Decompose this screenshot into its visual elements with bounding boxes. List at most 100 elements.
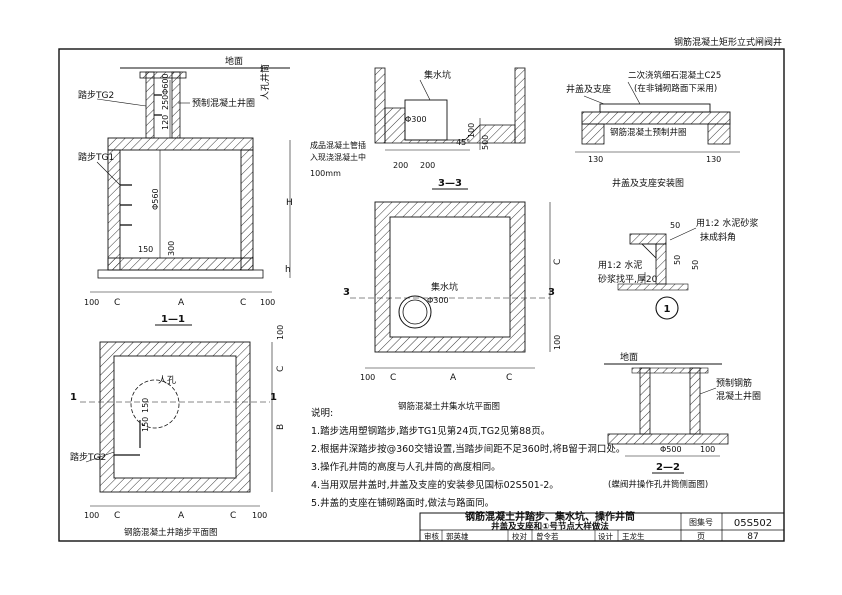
leader bbox=[699, 387, 717, 395]
leader bbox=[96, 161, 121, 186]
node-note-level-2: 砂浆找平,厚20 bbox=[598, 273, 658, 285]
sump-label: 集水坑 bbox=[424, 69, 451, 81]
plan-dim-150: 150 bbox=[141, 417, 150, 432]
atlas-label: 图集号 bbox=[689, 517, 713, 527]
cover-note-2: (在非铺砌路面下采用) bbox=[634, 83, 717, 94]
leader bbox=[85, 451, 115, 463]
cover-wall-right bbox=[707, 123, 731, 145]
sump-base bbox=[384, 107, 516, 144]
section-2-2-title: 2—2 bbox=[656, 462, 680, 473]
plan1-dim-c2: C bbox=[230, 511, 236, 521]
plan-dim-cr: C bbox=[553, 259, 563, 265]
cover-detail-title: 井盖及支座安装图 bbox=[612, 177, 684, 189]
section-2-2-ground: 地面 bbox=[620, 351, 638, 363]
sump-dim-200a: 200 bbox=[393, 161, 408, 170]
node-dim-50a: 50 bbox=[670, 221, 680, 230]
plan1-dim-a: A bbox=[178, 511, 185, 521]
dim-100-left: 100 bbox=[84, 298, 99, 307]
step-plan-caption: 钢筋混凝土井踏步平面图 bbox=[124, 527, 218, 538]
plan-dim-c1: C bbox=[390, 373, 396, 383]
plan1-dim-c1: C bbox=[114, 511, 120, 521]
dim-300: 300 bbox=[167, 241, 176, 256]
precast-cover-label: 预制混凝土井圈 bbox=[192, 97, 255, 109]
base-slab bbox=[107, 257, 254, 271]
title-block-frame bbox=[419, 512, 785, 542]
main-title-2: 井盖及支座和①号节点大样做法 bbox=[491, 521, 609, 532]
ground-label: 地面 bbox=[225, 55, 243, 67]
sump-circle bbox=[398, 295, 432, 329]
dim-a: A bbox=[178, 298, 185, 308]
node-marker: 1 bbox=[664, 304, 671, 315]
sump-plan-phi300: Φ300 bbox=[427, 296, 449, 305]
cover-dim-130b: 130 bbox=[706, 155, 721, 164]
title-block: 钢筋混凝土井踏步、集水坑、操作井筒 井盖及支座和①号节点大样做法 图集号 05S… bbox=[419, 510, 785, 542]
inner-chamber bbox=[389, 216, 511, 338]
sump-angle: 45° bbox=[456, 138, 470, 147]
checker: 曾令若 bbox=[536, 531, 559, 541]
note-item: 4.当用双层井盖时,井盖及支座的安装参见国标02S501-2。 bbox=[311, 479, 559, 491]
pipe-note-1: 成品混凝土管插 bbox=[310, 140, 366, 150]
mark-3-right: 3 bbox=[548, 287, 555, 298]
leader bbox=[627, 81, 641, 105]
manhole-opening bbox=[130, 379, 180, 429]
atlas-header-title: 钢筋混凝土矩形立式闸阀井 bbox=[674, 36, 782, 48]
shaft-wall-left bbox=[639, 367, 651, 435]
note-item: 1.踏步选用塑钢踏步,踏步TG1见第24页,TG2见第88页。 bbox=[311, 425, 550, 437]
shaft-slab bbox=[607, 433, 729, 445]
node-note-mortar-2: 抹成斜角 bbox=[700, 231, 736, 243]
cover-ring bbox=[139, 71, 187, 79]
shaft-wall-right bbox=[689, 367, 701, 435]
review-label: 审核 bbox=[424, 531, 439, 541]
sump-pit bbox=[404, 99, 448, 141]
node-slab bbox=[629, 233, 667, 245]
top-slab bbox=[107, 137, 254, 151]
cover-ring-section bbox=[581, 111, 731, 125]
reviewer: 郭英雄 bbox=[446, 531, 469, 541]
neck-wall-left bbox=[145, 71, 155, 139]
section-2-2: 地面 预制钢筋 混凝土井圈 Φ500 100 2—2 (蝶阀井操作孔井筒侧面图) bbox=[604, 351, 761, 490]
notes-heading: 说明: bbox=[311, 407, 333, 419]
plan-mark-1-left: 1 bbox=[70, 392, 77, 403]
cover-note-1: 二次浇筑细石混凝土C25 bbox=[628, 70, 721, 81]
sump-wall-left bbox=[374, 67, 386, 144]
section-3-3-plan: 3—3 3 3 集水坑 Φ300 100 C A C 100 C 钢筋混凝土井集… bbox=[343, 178, 563, 412]
design-label: 设计 bbox=[598, 531, 613, 541]
plan-dim-c2: C bbox=[506, 373, 512, 383]
pipe-note-2: 入现浇混凝土中 bbox=[310, 152, 366, 162]
leader bbox=[419, 79, 431, 101]
sump-dim-100: 100 bbox=[467, 123, 476, 138]
section-2-2-dim-500: Φ500 bbox=[660, 445, 682, 454]
manhole-label: 人孔 bbox=[158, 375, 176, 386]
cover-plate bbox=[599, 103, 711, 113]
dim-phi600: Φ600 bbox=[161, 73, 170, 95]
leveling-layer bbox=[617, 283, 689, 291]
node-dim-50c: 50 bbox=[691, 260, 700, 270]
dim-h-upper: H bbox=[286, 198, 293, 208]
dim-100-right: 100 bbox=[260, 298, 275, 307]
section-2-2-caption: (蝶阀井操作孔井筒侧面图) bbox=[608, 479, 708, 490]
fillet bbox=[641, 243, 657, 259]
sump-dim-200b: 200 bbox=[420, 161, 435, 170]
cushion bbox=[97, 269, 264, 279]
designer: 王龙生 bbox=[622, 531, 645, 541]
node-note-level-1: 用1:2 水泥 bbox=[598, 259, 642, 271]
leader bbox=[669, 227, 697, 241]
check-label: 校对 bbox=[512, 531, 527, 541]
cover-seat-detail: 二次浇筑细石混凝土C25 (在非铺砌路面下采用) 井盖及支座 钢筋混凝土预制井圈… bbox=[566, 70, 740, 189]
section-2-2-dim-100: 100 bbox=[700, 445, 715, 454]
dim-c-left: C bbox=[114, 298, 120, 308]
left-wall bbox=[107, 149, 121, 271]
main-title-1: 钢筋混凝土井踏步、集水坑、操作井筒 bbox=[465, 510, 635, 523]
dim-c-right: C bbox=[240, 298, 246, 308]
precast-label-2: 混凝土井圈 bbox=[716, 390, 761, 402]
dim-phi560: Φ560 bbox=[151, 188, 160, 210]
manhole-vertical-label: 人孔井筒 bbox=[259, 64, 271, 100]
sump-plan-caption: 钢筋混凝土井集水坑平面图 bbox=[398, 401, 500, 412]
step-plan: 1 1 人孔 150 150 踏步TG2 100 C A C 100 100 C… bbox=[70, 325, 286, 538]
note-item: 3.操作孔井筒的高度与人孔井筒的高度相同。 bbox=[311, 461, 501, 473]
page-number: 87 bbox=[747, 532, 758, 542]
sump-dim-500: 500 bbox=[481, 135, 490, 150]
plan-dim-100: 100 bbox=[360, 373, 375, 382]
